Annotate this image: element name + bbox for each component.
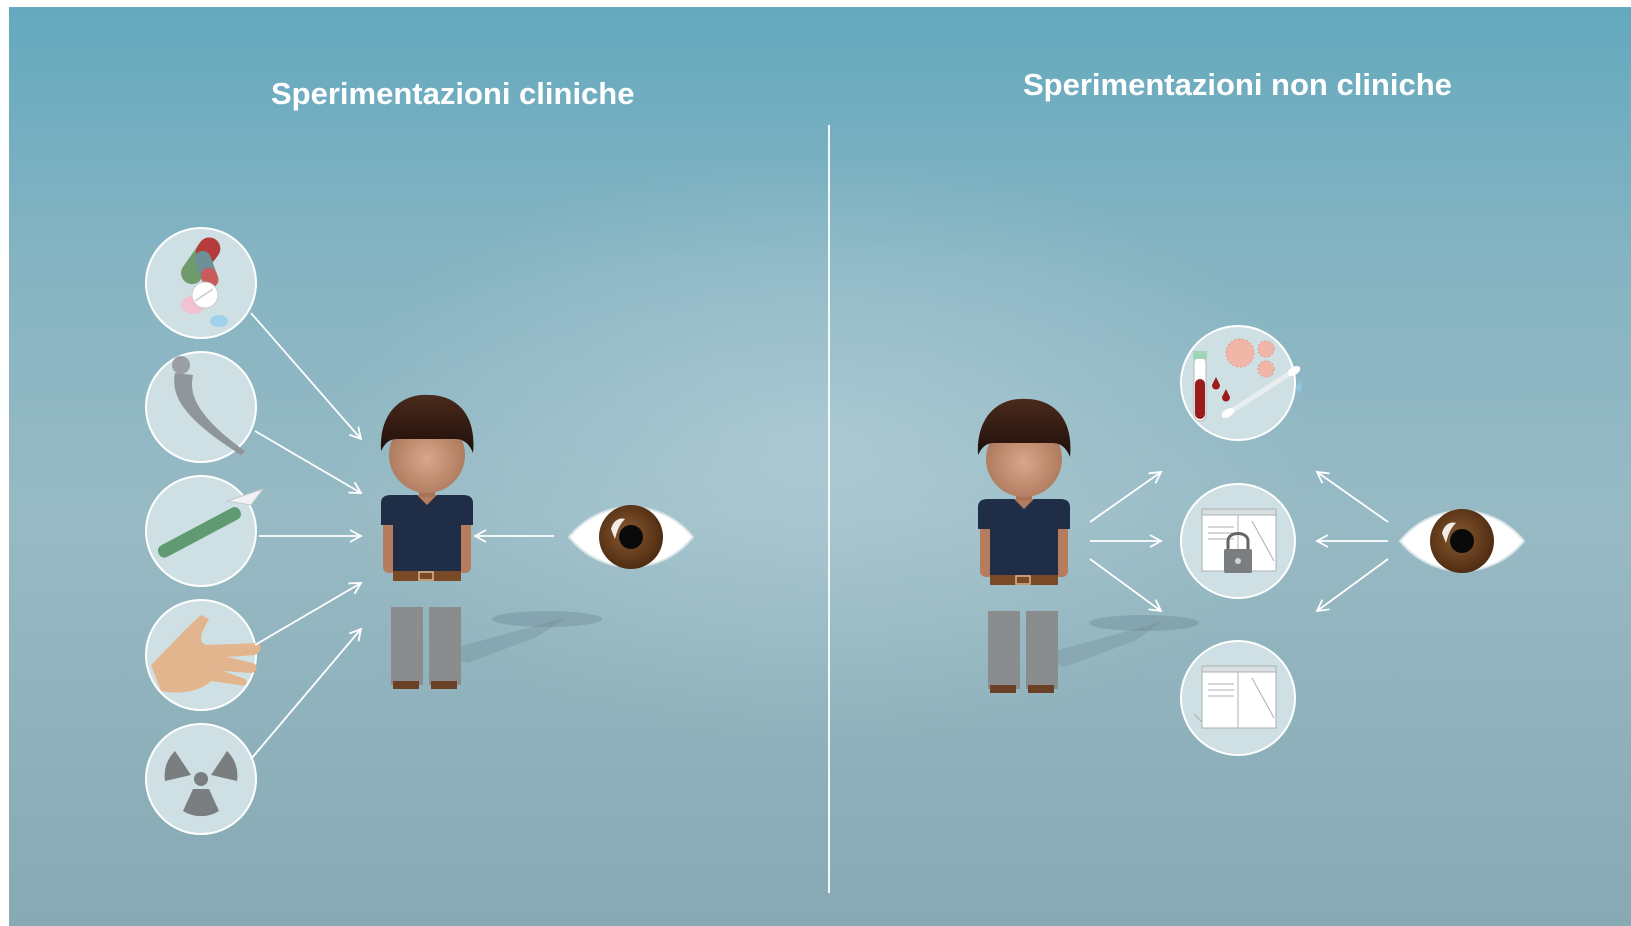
records-icon (1180, 640, 1296, 756)
eye-icon (567, 505, 695, 569)
sample-arrows (1089, 470, 1389, 613)
locked-records-icon (1180, 483, 1296, 599)
panel-divider (828, 125, 830, 893)
person-icon (380, 394, 602, 689)
nonclinical-trials-title: Sperimentazioni non cliniche (1023, 67, 1452, 102)
eye-icon (1398, 509, 1526, 573)
hand-icon (145, 599, 261, 711)
hip-implant-icon (145, 351, 257, 463)
clinical-trials-title: Sperimentazioni cliniche (271, 76, 635, 111)
radiation-icon (145, 723, 257, 835)
diagram-artwork (145, 227, 1526, 835)
person-icon (977, 398, 1199, 693)
pills-icon (145, 227, 257, 339)
intervention-arrows (250, 312, 554, 760)
scalpel-icon (145, 475, 265, 587)
lab-samples-icon (1180, 325, 1302, 441)
diagram-canvas: Sperimentazioni cliniche Sperimentazioni… (9, 7, 1631, 926)
